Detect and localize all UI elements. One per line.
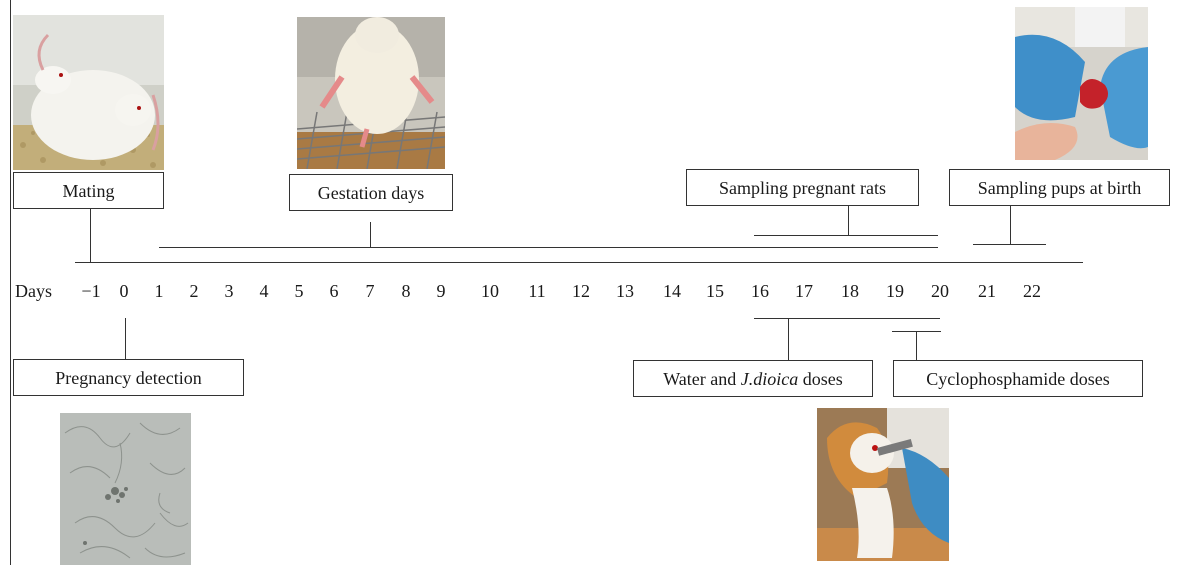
day-tick-label: 6 xyxy=(329,281,339,301)
day-tick-label: 16 xyxy=(751,281,769,301)
water-doses-span-line xyxy=(754,318,940,319)
sperm-microscopy-photo xyxy=(60,413,191,565)
day-tick-label: 20 xyxy=(931,281,949,301)
pregnancy-detection-label-box: Pregnancy detection xyxy=(13,359,244,396)
day-tick-label: 11 xyxy=(528,281,546,301)
day-tick-label: −1 xyxy=(81,281,101,301)
pup-sampling-photo xyxy=(1015,7,1148,160)
mating-label-box: Mating xyxy=(13,172,164,209)
pregnant-rat-photo xyxy=(297,17,445,169)
sampling-pups-span-line xyxy=(973,244,1046,245)
sampling-pregnant-rats-label: Sampling pregnant rats xyxy=(719,177,886,198)
water-jdioica-doses-label-box: Water and J.dioica doses xyxy=(633,360,873,397)
left-border-line xyxy=(10,0,11,565)
day-tick-label: 3 xyxy=(224,281,234,301)
day-tick-label: 10 xyxy=(481,281,499,301)
day-tick-label: 4 xyxy=(259,281,269,301)
day-tick-label: 22 xyxy=(1023,281,1041,301)
day-tick-label: 8 xyxy=(401,281,411,301)
day-tick-label: 18 xyxy=(841,281,859,301)
gestation-span-line xyxy=(159,247,938,248)
main-timeline-line xyxy=(75,262,1083,263)
sampling-pregnant-rats-label-box: Sampling pregnant rats xyxy=(686,169,919,206)
sampling-pups-connector xyxy=(1010,206,1011,244)
gestation-days-label-box: Gestation days xyxy=(289,174,453,211)
cyclophosphamide-doses-label-box: Cyclophosphamide doses xyxy=(893,360,1143,397)
jdioica-species-name: J.dioica xyxy=(740,368,799,389)
pregnancy-detection-label: Pregnancy detection xyxy=(55,367,202,388)
sampling-pups-label-box: Sampling pups at birth xyxy=(949,169,1170,206)
day-tick-label: 14 xyxy=(663,281,681,301)
day-tick-label: 19 xyxy=(886,281,904,301)
water-doses-connector xyxy=(788,318,789,360)
mating-connector xyxy=(90,209,91,262)
sampling-pregnant-span-line xyxy=(754,235,938,236)
gestation-connector xyxy=(370,222,371,247)
sampling-pups-label: Sampling pups at birth xyxy=(977,177,1142,198)
oral-gavage-photo xyxy=(817,408,949,561)
rat-mating-photo xyxy=(13,15,164,170)
day-tick-label: 0 xyxy=(119,281,129,301)
gestation-days-label: Gestation days xyxy=(317,182,425,203)
days-axis-label: Days xyxy=(15,281,52,301)
day-tick-label: 9 xyxy=(436,281,446,301)
day-tick-label: 2 xyxy=(189,281,199,301)
cyclophosphamide-doses-label: Cyclophosphamide doses xyxy=(926,368,1110,389)
pregnancy-detection-connector xyxy=(125,318,126,359)
day-tick-label: 15 xyxy=(706,281,724,301)
water-doses-suffix: doses xyxy=(798,368,843,389)
day-tick-label: 12 xyxy=(572,281,590,301)
day-tick-label: 5 xyxy=(294,281,304,301)
water-doses-prefix: Water and xyxy=(663,368,741,389)
day-tick-label: 7 xyxy=(365,281,375,301)
day-tick-label: 17 xyxy=(795,281,813,301)
day-tick-label: 13 xyxy=(616,281,634,301)
day-tick-label: 1 xyxy=(154,281,164,301)
sampling-pregnant-connector xyxy=(848,206,849,235)
mating-label: Mating xyxy=(62,180,115,201)
cyclophosphamide-connector xyxy=(916,331,917,360)
day-tick-label: 21 xyxy=(978,281,996,301)
